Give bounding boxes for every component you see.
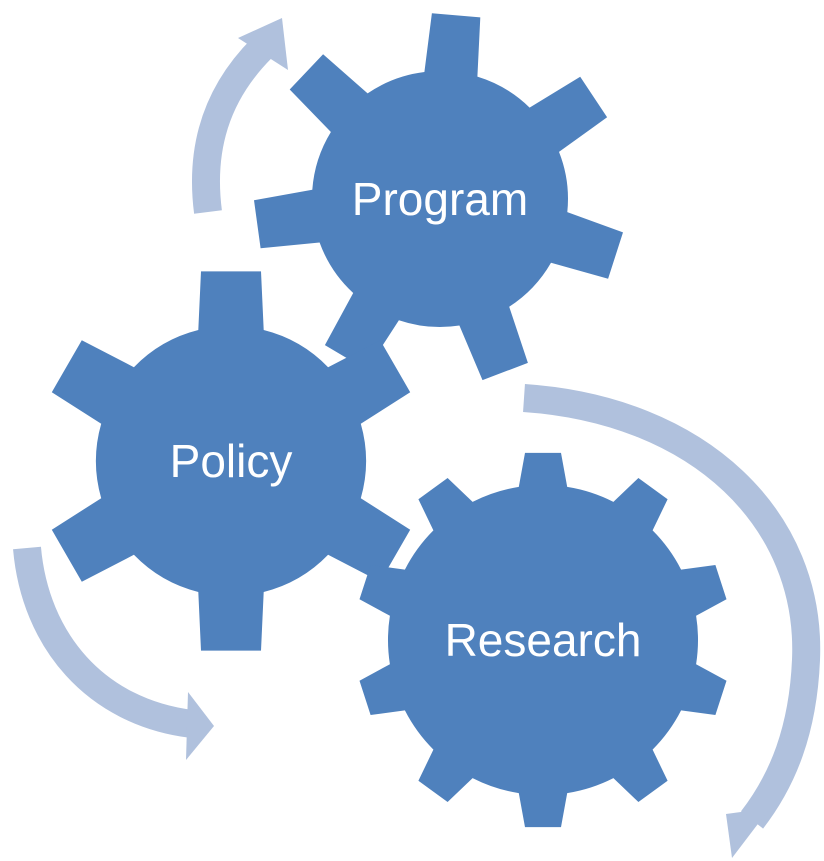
- gear-policy: Policy: [51, 271, 411, 651]
- gear-research-label: Research: [445, 614, 642, 666]
- arrow-right-head: [726, 808, 770, 858]
- gear-program-label: Program: [352, 173, 528, 225]
- arrow-top-left-body: [192, 38, 273, 214]
- arrow-bottom-left: [13, 546, 214, 760]
- gear-policy-shape: [51, 271, 411, 651]
- gear-research: Research: [359, 452, 727, 828]
- arrow-right: [523, 384, 821, 858]
- arrow-bottom-left-body: [13, 546, 194, 738]
- gear-program: Program: [254, 13, 623, 381]
- arrow-right-body: [523, 384, 821, 829]
- gear-policy-label: Policy: [170, 435, 293, 487]
- arrow-top-left: [192, 18, 288, 214]
- arrow-bottom-left-head: [186, 692, 214, 760]
- gear-research-shape: [359, 452, 727, 828]
- arrow-top-left-head: [238, 18, 288, 70]
- gear-program-shape: [254, 13, 623, 381]
